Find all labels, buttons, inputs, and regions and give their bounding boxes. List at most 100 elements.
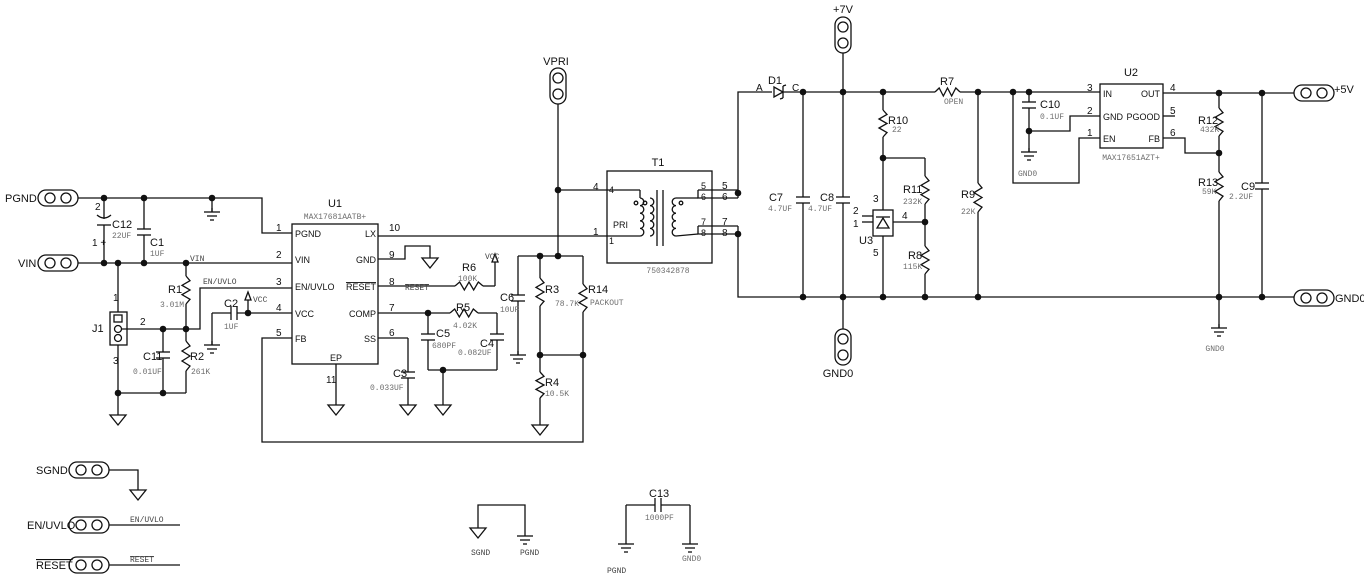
- u3-zener-icon: [875, 216, 891, 229]
- components-u2-pins_right-2-name-label: FB: [1148, 134, 1160, 144]
- pgnd-net: [78, 197, 292, 234]
- components-r1-value-label: 3.01M: [160, 301, 184, 310]
- sgnd-connector-pad: [91, 464, 103, 476]
- components-u1-pins_right-3-name-label: COMP: [349, 309, 376, 319]
- components-u1-ref-label: U1: [328, 198, 342, 210]
- nets-sgnd-label: SGND: [471, 549, 490, 558]
- components-u1-pins_left-4-name-label: FB: [295, 334, 307, 344]
- r11-resistor: [919, 175, 931, 205]
- junction-dot: [536, 252, 544, 260]
- reset-connector-pad: [75, 559, 87, 571]
- junction-dot: [182, 325, 190, 333]
- connectors-en_uvlo-label: EN/UVLO: [27, 520, 76, 532]
- nets-vcc_c2-label: VCC: [253, 296, 268, 305]
- vpri-connector-pad: [552, 88, 564, 100]
- r4-resistor: [534, 371, 546, 399]
- nets-pgnd-label: PGND: [520, 549, 539, 558]
- components-c8-value-label: 4.7UF: [808, 205, 832, 214]
- components-t1-pins_left-0-label: 4: [609, 185, 614, 195]
- components-u1-pins_left-2-name-label: EN/UVLO: [295, 282, 335, 292]
- components-u2-pins_left-1-num-label: 2: [1087, 106, 1093, 117]
- components-r5-ref-label: R5: [456, 302, 470, 314]
- components-c9-ref-label: C9: [1241, 181, 1255, 193]
- connectors-vin-label: VIN: [18, 258, 36, 270]
- junction-dot: [921, 293, 929, 301]
- components-r8-value-label: 115K: [903, 263, 922, 272]
- components-u2-pins_left-2-num-label: 1: [1087, 128, 1093, 139]
- components-u2-pins_right-1-num-label: 5: [1170, 106, 1176, 117]
- components-j1-pins-1-label: 2: [140, 317, 146, 328]
- nets-gnd0_c10-label: GND0: [1018, 170, 1037, 179]
- components-t1-pins_right-1-label: 6: [722, 192, 728, 203]
- wire: [697, 190, 738, 199]
- gnd0-rail: [737, 234, 1294, 298]
- components-u1-pin_bottom-name-label: EP: [330, 353, 342, 363]
- gnd0-output-connector: [1293, 289, 1335, 307]
- components-r2-value-label: 261K: [191, 368, 210, 377]
- t1-transformer: [606, 170, 713, 264]
- en-uvlo-net: [186, 287, 292, 330]
- components-t1-pins_right-3-label: 8: [701, 228, 706, 238]
- junction-dot: [974, 293, 982, 301]
- r2-resistor: [180, 340, 192, 372]
- junction-dot: [100, 259, 108, 267]
- signal-ground-icon: [420, 257, 440, 270]
- components-r10-ref-label: R10: [888, 115, 908, 127]
- junction-dot: [974, 88, 982, 96]
- junction-dot: [1215, 293, 1223, 301]
- components-r13-value-label: 59K: [1202, 188, 1217, 197]
- components-u2-pins_left-0-name-label: IN: [1103, 89, 1112, 99]
- junction-dot: [734, 189, 742, 197]
- components-r7-value-label: OPEN: [944, 98, 963, 107]
- components-r3-ref-label: R3: [545, 284, 559, 296]
- components-u1-pins_left-3-num-label: 4: [276, 303, 282, 314]
- junction-dot: [114, 259, 122, 267]
- components-c2-ref-label: C2: [224, 298, 238, 310]
- components-u3-pins-0-label: 2: [853, 206, 859, 217]
- r1-resistor: [180, 275, 192, 305]
- components-c8-ref-label: C8: [820, 192, 834, 204]
- components-j1-ref-label: J1: [92, 323, 104, 335]
- wire: [109, 469, 139, 490]
- components-r11-value-label: 232K: [903, 198, 922, 207]
- components-j1-pins-2-label: 3: [113, 356, 119, 367]
- junction-dot: [100, 194, 108, 202]
- components-u2-part-label: MAX17651AZT+: [1102, 154, 1160, 163]
- components-u3-pins-3-label: 4: [902, 211, 908, 222]
- components-u1-pin_bottom-num-label: 11: [326, 375, 337, 386]
- components-u3-pins-1-label: 1: [853, 219, 859, 230]
- components-c13-ref-label: C13: [649, 488, 669, 500]
- vin-connector-pad: [60, 257, 72, 269]
- gnd0-connector-pad: [837, 333, 849, 345]
- components-c4-value-label: 0.082UF: [458, 349, 492, 358]
- connectors-reset-label: RESET: [36, 560, 73, 572]
- junction-dot: [734, 230, 742, 238]
- r9-resistor: [972, 182, 984, 213]
- r10-resistor: [877, 109, 889, 138]
- components-r14-ref-label: R14: [588, 284, 608, 296]
- components-r5-value-label: 4.02K: [453, 322, 477, 331]
- components-c6-value-label: 10UF: [500, 306, 519, 315]
- components-t1-pins_left-1-label: 1: [593, 227, 599, 238]
- components-c12-value-label: 22UF: [112, 232, 131, 241]
- connectors-gnd0_bottom-label: GND0: [823, 368, 854, 380]
- t1-secondary-coil: [671, 197, 677, 237]
- nets-gnd0_c13-label: GND0: [682, 555, 701, 564]
- components-t1-pins_right-3-label: 8: [722, 228, 728, 239]
- components-u1-pins_right-4-name-label: SS: [364, 334, 376, 344]
- plus5v-connector-pad: [1300, 87, 1312, 99]
- components-u3-pins-4-label: 5: [873, 248, 879, 259]
- r6-resistor: [454, 280, 484, 292]
- components-c7-ref-label: C7: [769, 192, 783, 204]
- u1-ic: [291, 223, 379, 365]
- components-u1-pins_right-4-num-label: 6: [389, 328, 395, 339]
- nets-vcc_r6-label: VCC: [485, 253, 500, 262]
- components-u2-pins_right-0-name-label: OUT: [1141, 89, 1161, 99]
- junction-dot: [140, 194, 148, 202]
- nets-pgnd_c13-label: PGND: [607, 567, 626, 576]
- junction-dot: [159, 325, 167, 333]
- components-r4-ref-label: R4: [545, 377, 559, 389]
- wire: [1163, 137, 1219, 154]
- t1-dot: [642, 200, 648, 206]
- junction-dot: [799, 88, 807, 96]
